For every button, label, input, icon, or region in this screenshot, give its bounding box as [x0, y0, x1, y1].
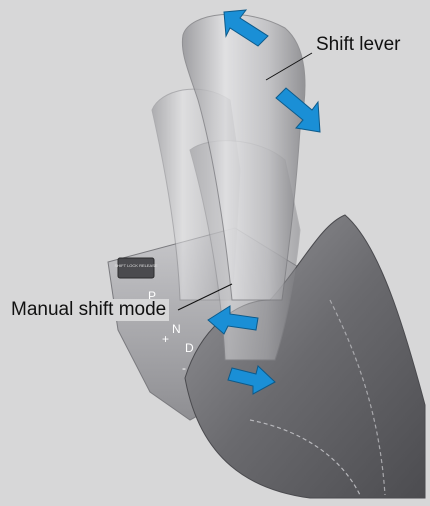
manual-shift-mode-label: Manual shift mode	[8, 299, 169, 321]
gate-letter-n: N	[172, 322, 181, 336]
gate-letter-minus: -	[182, 361, 186, 375]
release-button-text: SHIFT LOCK RELEASE	[114, 263, 157, 268]
gate-letter-plus: +	[162, 332, 169, 346]
shift-lever-label: Shift lever	[313, 34, 403, 56]
gate-letter-d: D	[185, 341, 194, 355]
shift-lock-release-button: SHIFT LOCK RELEASE	[114, 258, 157, 278]
